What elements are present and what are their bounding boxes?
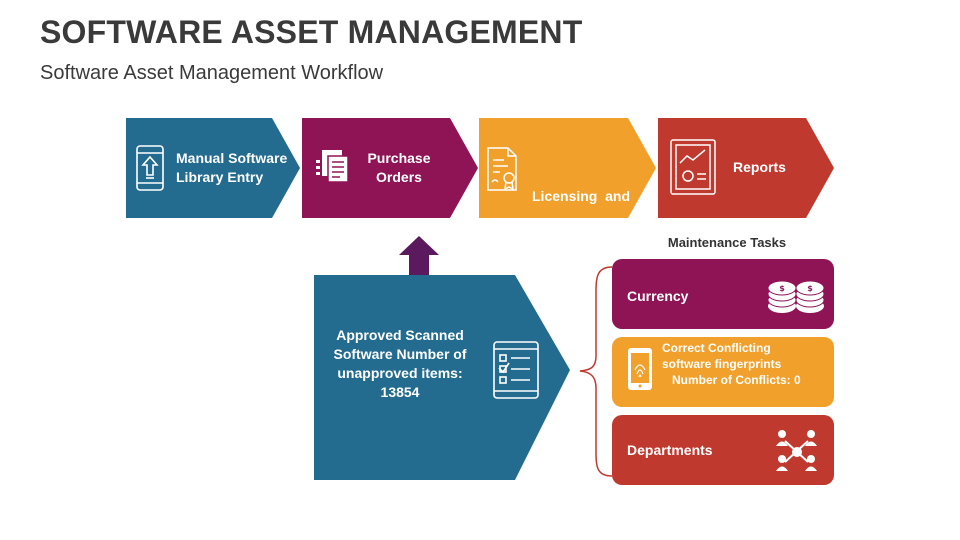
currency-label: Currency xyxy=(627,288,689,304)
step-arrow-reports xyxy=(658,118,834,218)
step-arrow-licensing xyxy=(479,118,656,218)
step-label-purchase-orders: Purchase Orders xyxy=(352,149,446,187)
step-arrow-purchase-orders xyxy=(302,118,478,218)
scanned-label-line: Software Number of xyxy=(333,346,467,362)
scanned-label: Approved Scanned Software Number of unap… xyxy=(322,326,478,402)
conflicts-label: Correct Conflicting software fingerprint… xyxy=(662,340,830,388)
step-label-line: Entitlements xyxy=(532,245,617,261)
svg-text:$: $ xyxy=(779,284,785,293)
maintenance-box-conflicts xyxy=(612,337,834,407)
fingerprint-phone-icon xyxy=(628,348,652,390)
scanned-arrow xyxy=(314,275,570,480)
conflicts-label-line: software fingerprints xyxy=(662,357,782,371)
step-label-line: Reports xyxy=(733,159,786,175)
svg-text:$: $ xyxy=(807,284,813,293)
conflicts-count: Number of Conflicts: 0 xyxy=(672,373,801,387)
coins-icon: $ $ xyxy=(767,280,825,313)
step-label-manual-entry: Manual Software Library Entry xyxy=(176,149,287,187)
step-arrow-manual-entry xyxy=(126,118,300,218)
scanned-count: 13854 xyxy=(380,384,420,400)
departments-label: Departments xyxy=(627,442,713,458)
report-chart-icon xyxy=(670,139,716,195)
step-label-line: Purchase xyxy=(367,150,431,166)
certificate-icon xyxy=(487,147,517,191)
conflicts-label-line: Correct Conflicting xyxy=(662,341,771,355)
documents-icon xyxy=(316,150,349,183)
maintenance-bracket xyxy=(579,266,613,477)
step-label-licensing: Licensing and Entitlements xyxy=(532,149,630,282)
network-people-icon xyxy=(776,430,817,471)
scanned-label-line: Approved Scanned xyxy=(336,327,464,343)
checklist-icon xyxy=(493,341,539,399)
page-subtitle: Software Asset Management Workflow xyxy=(40,62,384,84)
step-label-line: Library Entry xyxy=(176,169,264,185)
up-arrow xyxy=(399,236,439,276)
phone-upload-icon xyxy=(136,145,164,191)
step-label-line: Manual Software xyxy=(176,150,288,166)
scanned-label-line: unapproved items: xyxy=(337,365,463,381)
step-label-line: Licensing and xyxy=(532,188,631,204)
maintenance-title: Maintenance Tasks xyxy=(667,235,787,250)
page-title: SOFTWARE ASSET MANAGEMENT xyxy=(40,14,583,50)
step-label-reports: Reports xyxy=(733,158,786,177)
step-label-line: Orders xyxy=(376,169,422,185)
